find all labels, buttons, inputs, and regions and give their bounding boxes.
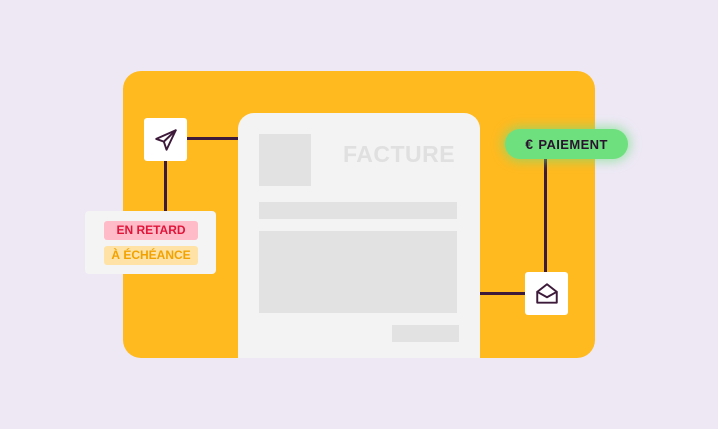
content-block-placeholder bbox=[259, 231, 457, 313]
due-badge: À ÉCHÉANCE bbox=[104, 246, 198, 265]
open-envelope-icon bbox=[535, 282, 558, 304]
connector-doc-to-mail bbox=[478, 292, 528, 295]
connector-send-to-doc bbox=[165, 137, 240, 140]
payment-label: PAIEMENT bbox=[538, 136, 608, 152]
connector-send-to-status bbox=[164, 140, 167, 213]
connector-payment-to-mail bbox=[544, 157, 547, 273]
invoice-document bbox=[238, 113, 480, 358]
paper-plane-icon bbox=[154, 128, 177, 151]
mail-icon-box bbox=[525, 272, 568, 315]
euro-icon: € bbox=[525, 136, 534, 152]
late-badge: EN RETARD bbox=[104, 221, 198, 240]
text-line-placeholder bbox=[259, 202, 457, 219]
logo-placeholder bbox=[259, 134, 311, 186]
send-icon-box bbox=[144, 118, 187, 161]
total-placeholder bbox=[392, 325, 459, 342]
payment-badge: € PAIEMENT bbox=[505, 129, 628, 159]
document-title: FACTURE bbox=[343, 141, 456, 167]
